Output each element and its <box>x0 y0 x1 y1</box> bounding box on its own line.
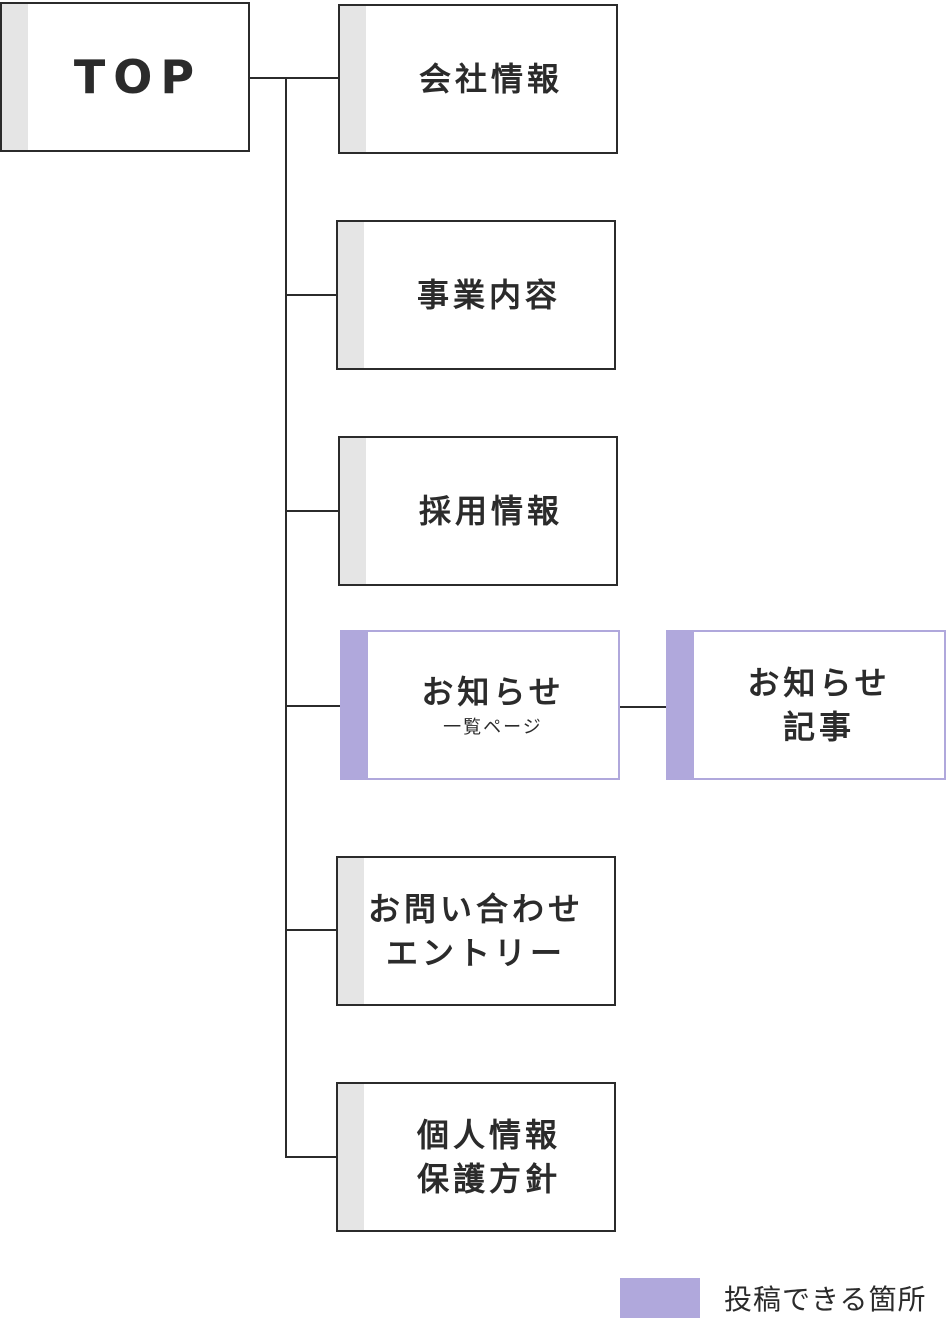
node-contact: お問い合わせ エントリー <box>336 856 616 1006</box>
node-business: 事業内容 <box>336 220 616 370</box>
node-privacy: 個人情報 保護方針 <box>336 1082 616 1232</box>
node-news-list-text: お知らせ 一覧ページ <box>421 670 564 740</box>
node-stripe <box>338 858 364 1004</box>
node-news-list: お知らせ 一覧ページ <box>340 630 620 780</box>
node-news-article: お知らせ 記事 <box>666 630 946 780</box>
legend-label: 投稿できる箇所 <box>724 1283 927 1316</box>
node-news-list-label: お知らせ <box>421 673 565 711</box>
node-company: 会社情報 <box>338 4 618 154</box>
legend: 投稿できる箇所 <box>620 1278 926 1318</box>
node-business-label: 事業内容 <box>416 276 561 314</box>
node-privacy-line-2: 保護方針 <box>416 1160 561 1198</box>
node-news-article-line-2: 記事 <box>782 708 855 746</box>
node-stripe <box>2 4 28 150</box>
node-contact-line-1: お問い合わせ <box>367 890 584 928</box>
node-contact-text: お問い合わせ エントリー <box>368 887 584 975</box>
node-contact-line-2: エントリー <box>385 934 566 972</box>
node-recruit: 採用情報 <box>338 436 618 586</box>
node-privacy-line-1: 個人情報 <box>416 1116 561 1154</box>
node-stripe <box>338 222 364 368</box>
node-news-article-line-1: お知らせ <box>747 664 891 702</box>
legend-swatch <box>620 1278 700 1318</box>
node-privacy-text: 個人情報 保護方針 <box>417 1113 561 1201</box>
node-stripe <box>340 438 366 584</box>
node-top-label: TOP <box>73 50 203 104</box>
node-news-article-text: お知らせ 記事 <box>747 661 890 749</box>
node-stripe-postable <box>342 632 368 778</box>
node-news-list-sublabel: 一覧ページ <box>443 717 543 738</box>
node-stripe <box>340 6 366 152</box>
node-stripe-postable <box>668 632 694 778</box>
node-company-label: 会社情報 <box>418 60 563 98</box>
node-top: TOP <box>0 2 250 152</box>
node-stripe <box>338 1084 364 1230</box>
node-recruit-label: 採用情報 <box>418 492 563 530</box>
